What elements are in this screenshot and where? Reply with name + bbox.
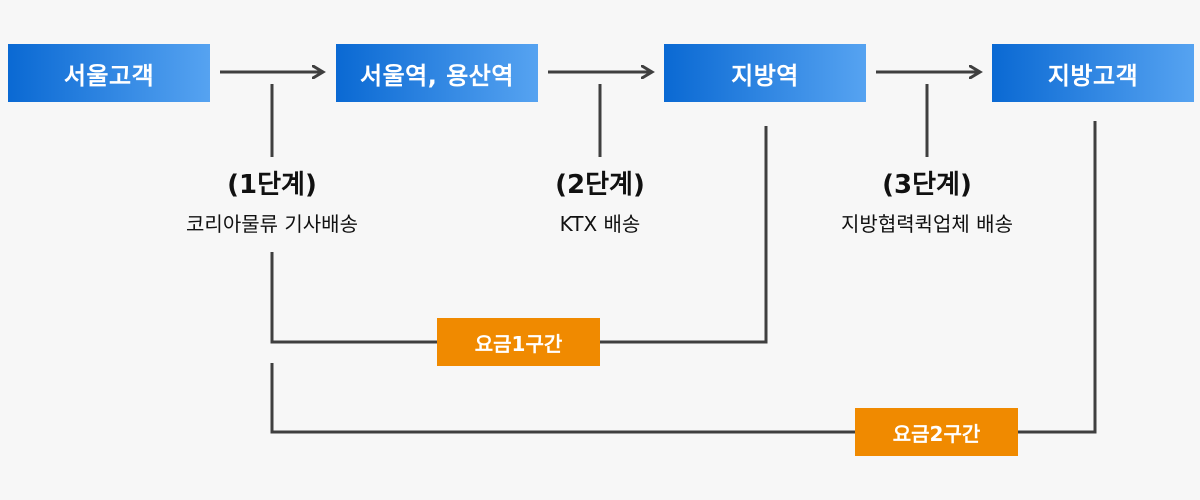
node-label: 서울고객 (63, 61, 155, 90)
node-label: 지방역 (731, 61, 799, 90)
stage-description: 지방협력퀵업체 배송 (841, 212, 1013, 236)
node-seoul-customer: 서울고객 (8, 44, 210, 102)
fare-badge-2: 요금2구간 (855, 408, 1018, 456)
stage-3: (3단계) 지방협력퀵업체 배송 (807, 170, 1047, 236)
fare-label: 요금1구간 (474, 331, 563, 356)
fare-badge-1: 요금1구간 (437, 318, 600, 366)
node-regional-customer: 지방고객 (992, 44, 1194, 102)
stage-title: (1단계) (227, 170, 317, 200)
stage-2: (2단계) KTX 배송 (500, 170, 700, 236)
stage-title: (3단계) (882, 170, 972, 200)
stage-description: KTX 배송 (559, 212, 641, 236)
fare-2-bracket-right (1018, 121, 1097, 434)
node-label: 서울역, 용산역 (360, 61, 514, 90)
stage-1: (1단계) 코리아물류 기사배송 (172, 170, 372, 236)
node-label: 지방고객 (1047, 61, 1139, 90)
stage-title: (2단계) (555, 170, 645, 200)
fare-1-bracket (270, 252, 437, 344)
stage-description: 코리아물류 기사배송 (186, 212, 358, 236)
fare-1-bracket-right (600, 126, 768, 344)
fare-label: 요금2구간 (892, 421, 981, 446)
node-seoul-yongsan-station: 서울역, 용산역 (336, 44, 538, 102)
node-regional-station: 지방역 (664, 44, 866, 102)
fare-2-bracket (270, 363, 855, 434)
